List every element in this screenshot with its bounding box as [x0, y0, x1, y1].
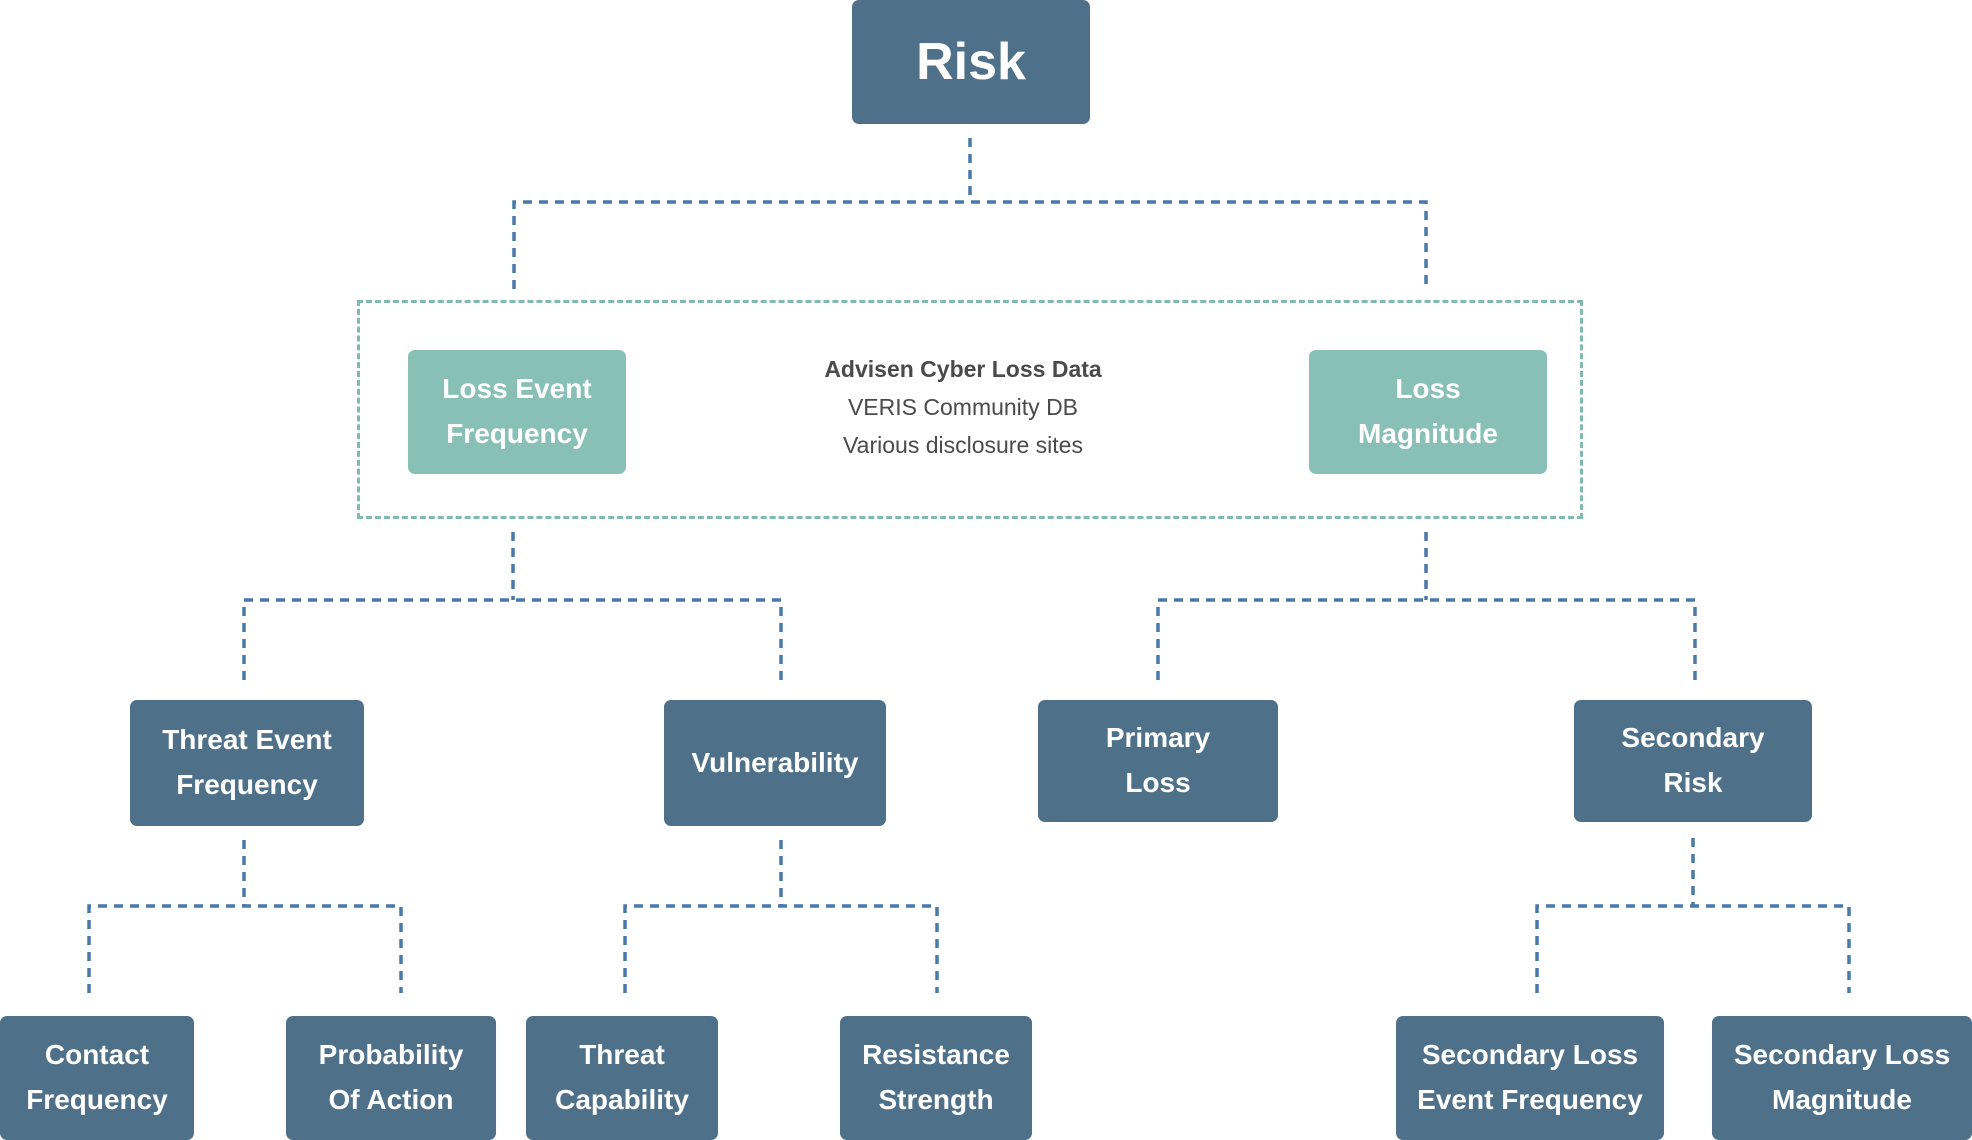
- threat-event-frequency-node: Threat Event Frequency: [130, 700, 364, 826]
- connector-lm-branch: [1156, 598, 1697, 680]
- connector-vuln-branch: [623, 904, 939, 993]
- connector-tef-branch: [87, 904, 403, 993]
- connector-lef-branch: [242, 598, 783, 680]
- loss-magnitude-node: Loss Magnitude: [1309, 350, 1547, 474]
- connector-root-branch: [512, 200, 1428, 289]
- source-disclosure-sites: Various disclosure sites: [843, 432, 1083, 458]
- loss-event-frequency-node: Loss Event Frequency: [408, 350, 626, 474]
- threat-capability-node: Threat Capability: [526, 1016, 718, 1140]
- vulnerability-node: Vulnerability: [664, 700, 886, 826]
- connector-sr-branch: [1535, 904, 1851, 993]
- data-sources: Advisen Cyber Loss Data VERIS Community …: [763, 350, 1163, 464]
- secondary-risk-node: Secondary Risk: [1574, 700, 1812, 822]
- secondary-loss-event-frequency-node: Secondary Loss Event Frequency: [1396, 1016, 1664, 1140]
- secondary-loss-magnitude-node: Secondary Loss Magnitude: [1712, 1016, 1972, 1140]
- contact-frequency-node: Contact Frequency: [0, 1016, 194, 1140]
- probability-of-action-node: Probability Of Action: [286, 1016, 496, 1140]
- primary-loss-node: Primary Loss: [1038, 700, 1278, 822]
- loss-data-group: [357, 300, 1583, 519]
- resistance-strength-node: Resistance Strength: [840, 1016, 1032, 1140]
- source-advisen: Advisen Cyber Loss Data: [824, 356, 1102, 382]
- source-veris: VERIS Community DB: [847, 394, 1079, 420]
- risk-node: Risk: [852, 0, 1090, 124]
